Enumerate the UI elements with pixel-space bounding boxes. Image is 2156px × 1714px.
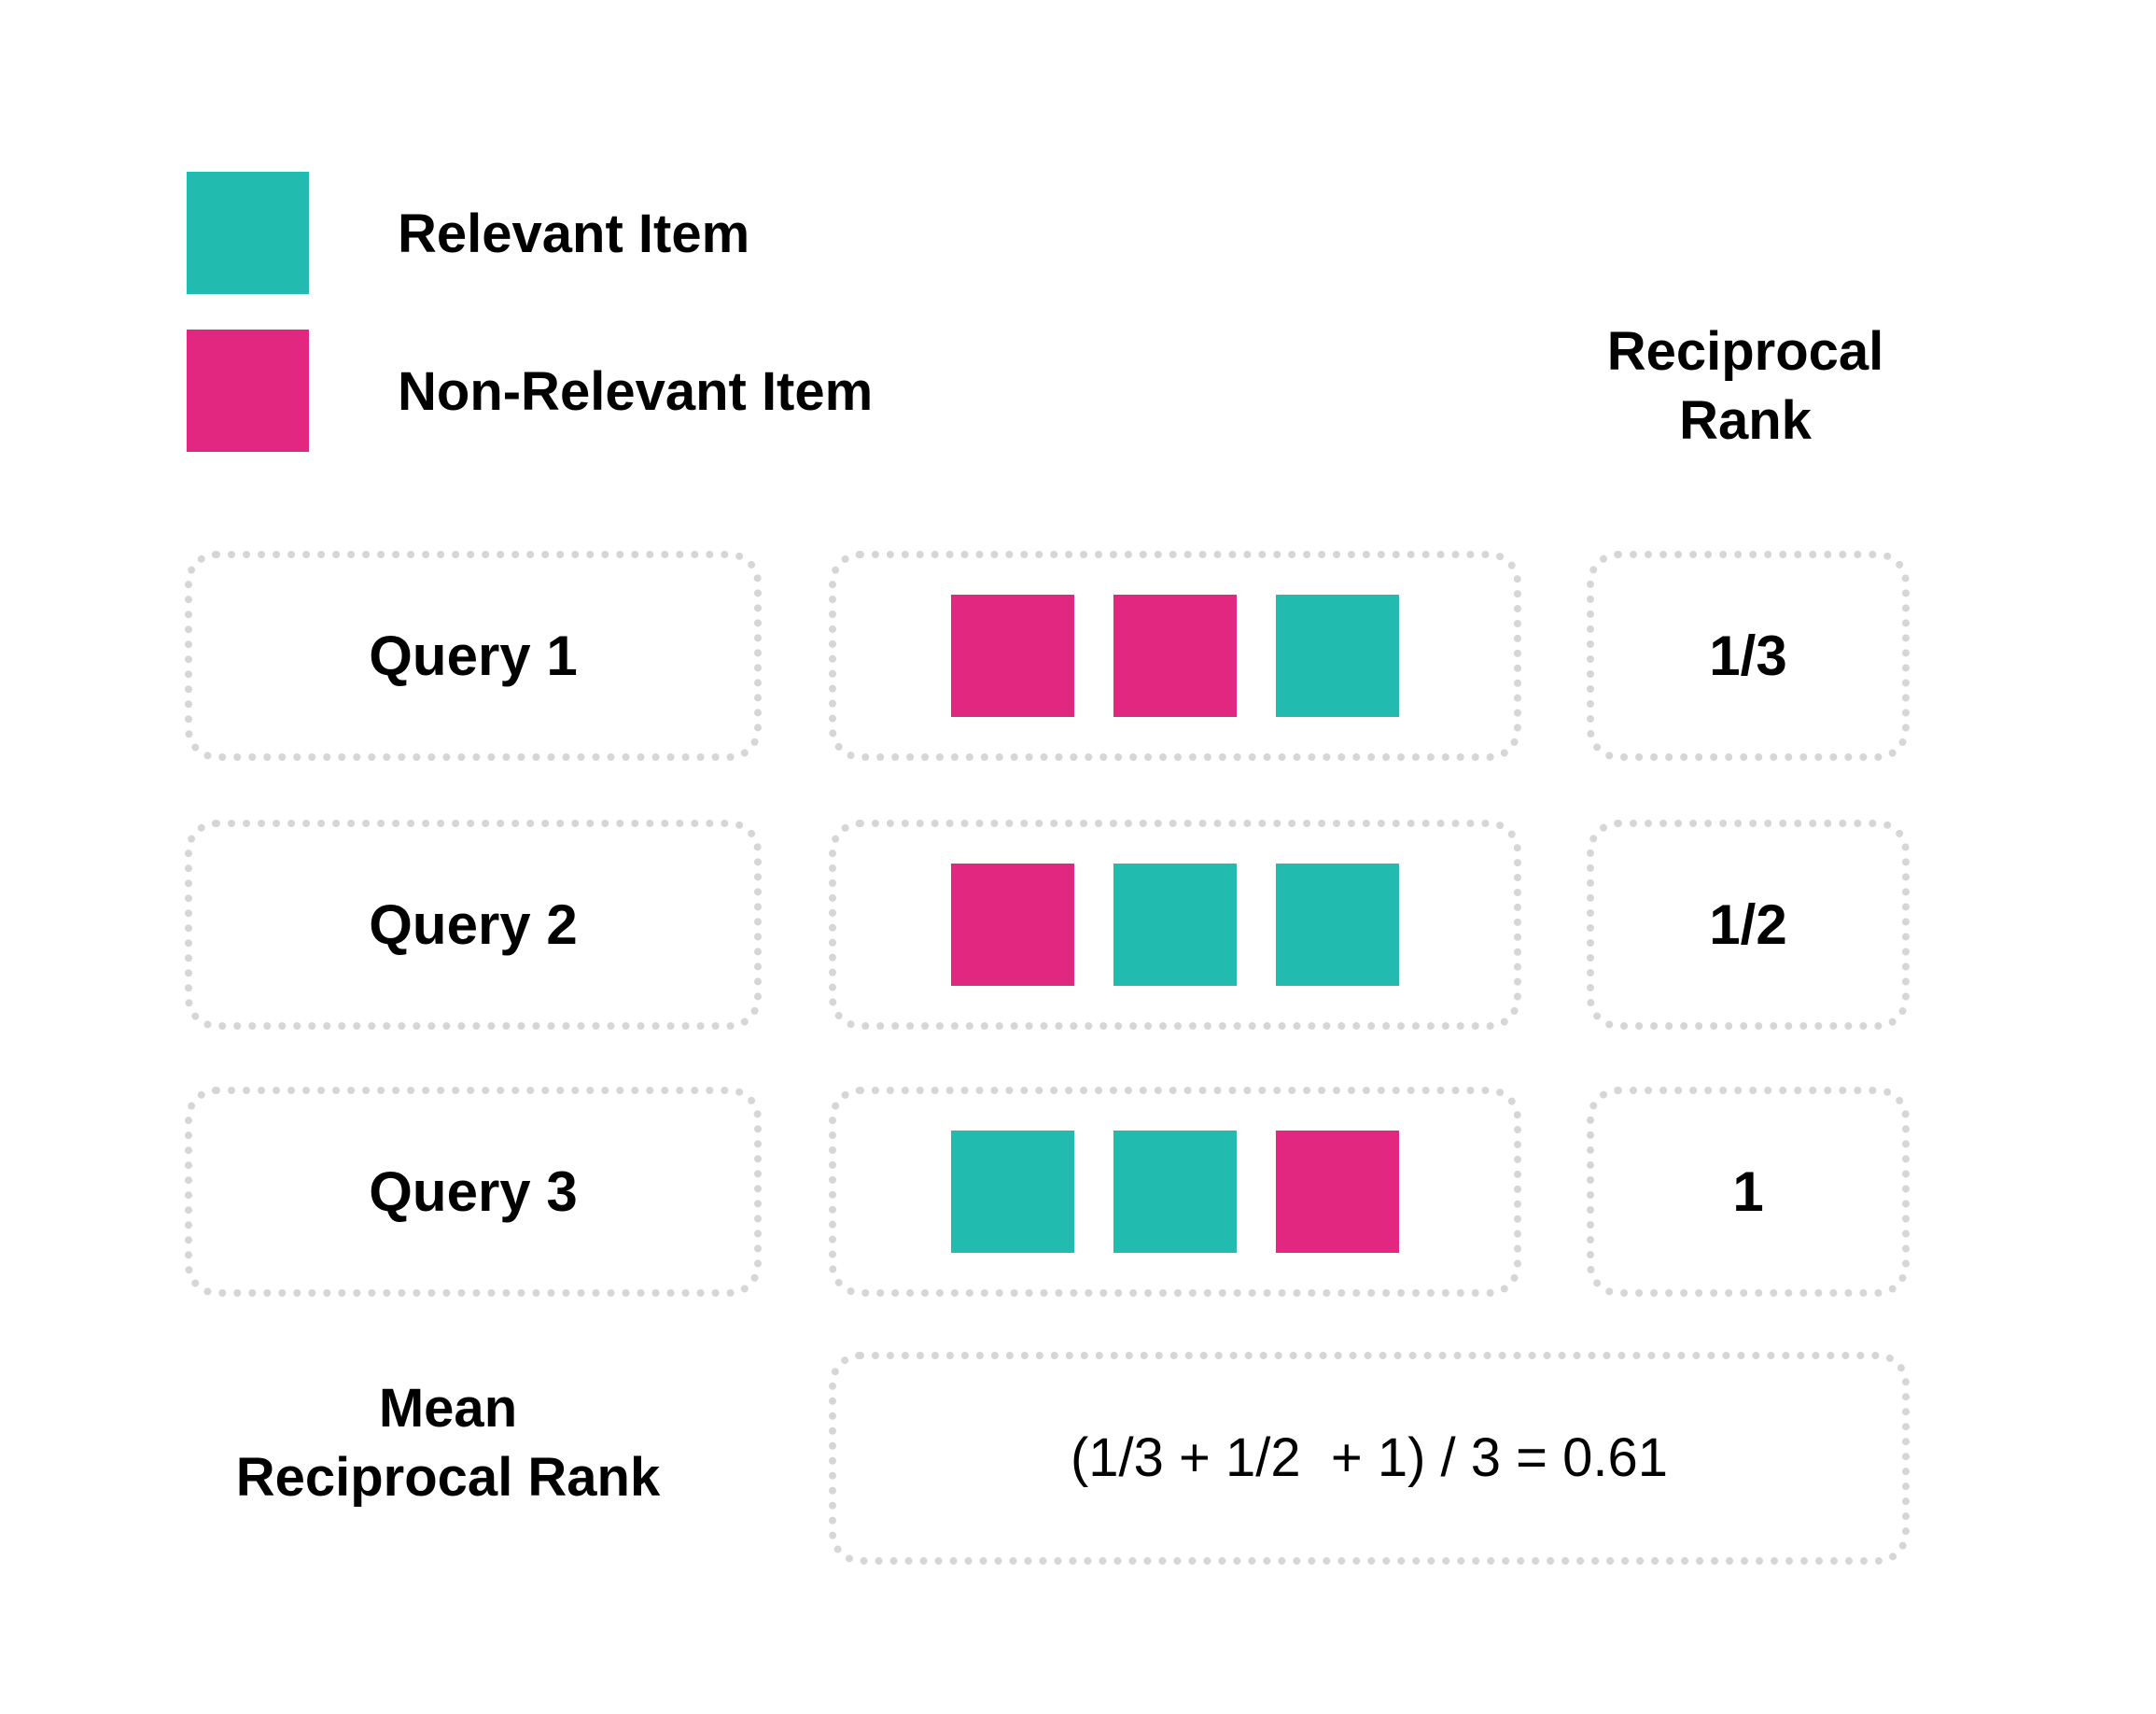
reciprocal-rank-value: 1/3 bbox=[1709, 624, 1787, 687]
mrr-formula-box: (1/3 + 1/2 + 1) / 3 = 0.61 bbox=[829, 1352, 1910, 1565]
relevant-item bbox=[1276, 595, 1399, 717]
reciprocal-rank-box-3: 1 bbox=[1587, 1087, 1910, 1297]
reciprocal-rank-box-1: 1/3 bbox=[1587, 551, 1910, 761]
relevant-item bbox=[1276, 864, 1399, 986]
reciprocal-rank-header: Reciprocal Rank bbox=[1577, 317, 1913, 456]
mrr-formula: (1/3 + 1/2 + 1) / 3 = 0.61 bbox=[1070, 1427, 1669, 1488]
legend-relevant-swatch bbox=[187, 172, 309, 294]
reciprocal-rank-box-2: 1/2 bbox=[1587, 820, 1910, 1030]
query-box-2: Query 2 bbox=[185, 820, 762, 1030]
reciprocal-rank-value: 1 bbox=[1732, 1159, 1764, 1223]
query-label: Query 3 bbox=[369, 1159, 578, 1223]
reciprocal-rank-header-line2: Rank bbox=[1679, 390, 1812, 451]
relevant-item bbox=[1113, 1131, 1237, 1253]
mrr-label-line2: Reciprocal Rank bbox=[235, 1447, 661, 1508]
query-label: Query 1 bbox=[369, 624, 578, 687]
non-relevant-item bbox=[1113, 595, 1237, 717]
ranked-items-row bbox=[951, 595, 1399, 717]
non-relevant-item bbox=[951, 595, 1074, 717]
query-box-3: Query 3 bbox=[185, 1087, 762, 1297]
ranked-items-box-2 bbox=[829, 820, 1521, 1030]
reciprocal-rank-value: 1/2 bbox=[1709, 892, 1787, 956]
query-box-1: Query 1 bbox=[185, 551, 762, 761]
mrr-label-line1: Mean bbox=[378, 1378, 518, 1439]
legend-relevant-label: Relevant Item bbox=[398, 204, 750, 264]
relevant-item bbox=[951, 1131, 1074, 1253]
ranked-items-box-3 bbox=[829, 1087, 1521, 1297]
legend-non-relevant-label: Non-Relevant Item bbox=[398, 361, 874, 422]
relevant-item bbox=[1113, 864, 1237, 986]
ranked-items-box-1 bbox=[829, 551, 1521, 761]
non-relevant-item bbox=[1276, 1131, 1399, 1253]
query-label: Query 2 bbox=[369, 892, 578, 956]
ranked-items-row bbox=[951, 1131, 1399, 1253]
ranked-items-row bbox=[951, 864, 1399, 986]
non-relevant-item bbox=[951, 864, 1074, 986]
legend-non-relevant-swatch bbox=[187, 330, 309, 452]
mean-reciprocal-rank-label: Mean Reciprocal Rank bbox=[196, 1374, 700, 1512]
reciprocal-rank-header-line1: Reciprocal bbox=[1606, 321, 1884, 382]
